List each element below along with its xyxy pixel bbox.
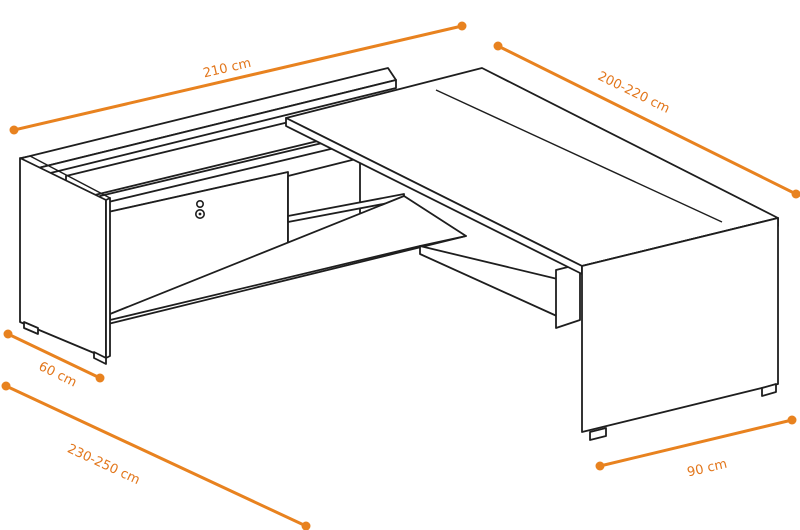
label-width-return: 90 cm xyxy=(686,457,729,481)
dimension-overall-width: 230-250 cm xyxy=(1,381,311,530)
return-right-panel xyxy=(581,217,779,441)
l-shaped-desk-drawing xyxy=(19,67,779,441)
lock-icon xyxy=(195,200,206,220)
label-depth-return: 200-220 cm xyxy=(595,69,672,117)
main-desk-left-panel xyxy=(19,155,111,365)
return-modesty-panel xyxy=(419,245,581,329)
dimension-width-return: 90 cm xyxy=(595,415,797,481)
label-overall-width: 230-250 cm xyxy=(65,441,142,488)
